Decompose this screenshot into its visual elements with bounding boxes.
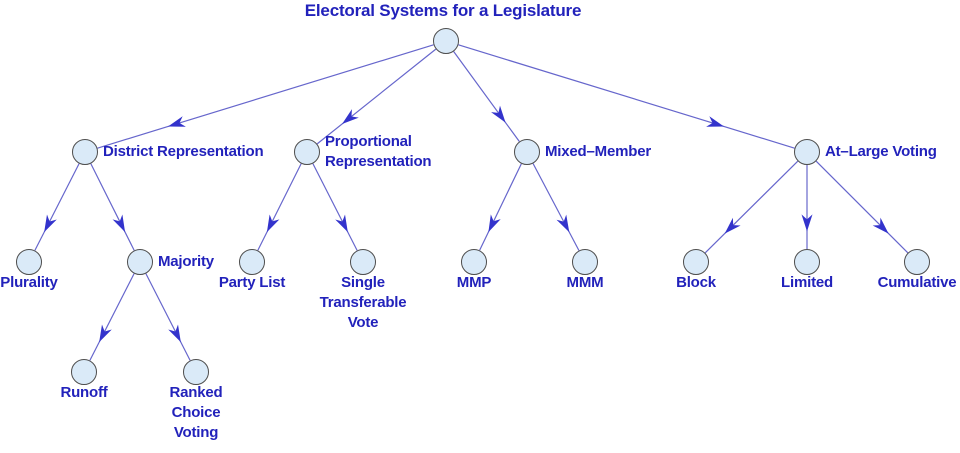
- node-district-representation: [72, 139, 98, 165]
- node-label-mmm: MMM: [566, 274, 604, 291]
- edge-line-proportional-representation-to-single-transferable-vote: [312, 163, 358, 251]
- arrowhead-icon: [112, 214, 126, 233]
- node-plurality: [16, 249, 42, 275]
- edge-line-root-to-at-large-voting: [458, 44, 795, 149]
- edge-line-district-representation-to-majority: [90, 163, 135, 251]
- edge-line-majority-to-ranked-choice-voting: [145, 273, 191, 361]
- node-limited: [794, 249, 820, 275]
- arrowhead-icon: [266, 214, 280, 233]
- node-runoff: [71, 359, 97, 385]
- arrowhead-icon: [335, 214, 348, 233]
- arrowhead-icon: [724, 217, 741, 234]
- node-label-runoff: Runoff: [60, 384, 108, 401]
- node-party-list: [239, 249, 265, 275]
- node-label-proportional-representation: Proportional Representation: [325, 133, 432, 170]
- node-label-block: Block: [676, 274, 716, 291]
- node-majority: [127, 249, 153, 275]
- node-mmm: [572, 249, 598, 275]
- edge-line-root-to-proportional-representation: [316, 48, 437, 145]
- node-label-cumulative: Cumulative: [877, 274, 957, 291]
- node-proportional-representation: [294, 139, 320, 165]
- node-label-limited: Limited: [781, 274, 833, 291]
- arrowhead-icon: [556, 214, 570, 233]
- node-ranked-choice-voting: [183, 359, 209, 385]
- node-label-district-representation: District Representation: [103, 143, 264, 160]
- node-label-ranked-choice-voting: Ranked Choice Voting: [169, 384, 223, 441]
- edge-line-root-to-mixed-member: [453, 51, 520, 142]
- arrowhead-icon: [488, 214, 501, 233]
- edge-line-proportional-representation-to-party-list: [257, 163, 302, 251]
- node-mmp: [461, 249, 487, 275]
- node-label-majority: Majority: [158, 253, 214, 270]
- node-label-party-list: Party List: [218, 274, 286, 291]
- arrowhead-icon: [168, 116, 186, 127]
- edge-line-majority-to-runoff: [89, 273, 135, 361]
- node-label-mmp: MMP: [456, 274, 492, 291]
- edge-line-district-representation-to-plurality: [34, 163, 80, 251]
- arrowhead-icon: [872, 217, 889, 234]
- arrowhead-icon: [99, 324, 112, 343]
- arrowhead-icon: [801, 214, 813, 232]
- edge-line-root-to-district-representation: [97, 44, 434, 149]
- node-mixed-member: [514, 139, 540, 165]
- arrowhead-icon: [342, 109, 359, 124]
- edge-line-at-large-voting-to-cumulative: [815, 160, 909, 254]
- node-label-at-large-voting: At–Large Voting: [825, 143, 937, 160]
- edge-line-at-large-voting-to-block: [704, 160, 799, 254]
- arrowhead-icon: [706, 116, 724, 127]
- node-label-plurality: Plurality: [0, 274, 58, 291]
- node-at-large-voting: [794, 139, 820, 165]
- node-root: [433, 28, 459, 54]
- node-cumulative: [904, 249, 930, 275]
- arrowhead-icon: [44, 214, 57, 233]
- diagram-title: Electoral Systems for a Legislature: [304, 1, 582, 20]
- node-block: [683, 249, 709, 275]
- node-label-single-transferable-vote: Single Transferable Vote: [319, 274, 407, 331]
- edge-line-mixed-member-to-mmp: [479, 163, 522, 251]
- node-single-transferable-vote: [350, 249, 376, 275]
- arrowhead-icon: [168, 324, 181, 343]
- edge-line-mixed-member-to-mmm: [532, 163, 580, 251]
- arrowhead-icon: [491, 105, 506, 123]
- node-label-mixed-member: Mixed–Member: [545, 143, 651, 160]
